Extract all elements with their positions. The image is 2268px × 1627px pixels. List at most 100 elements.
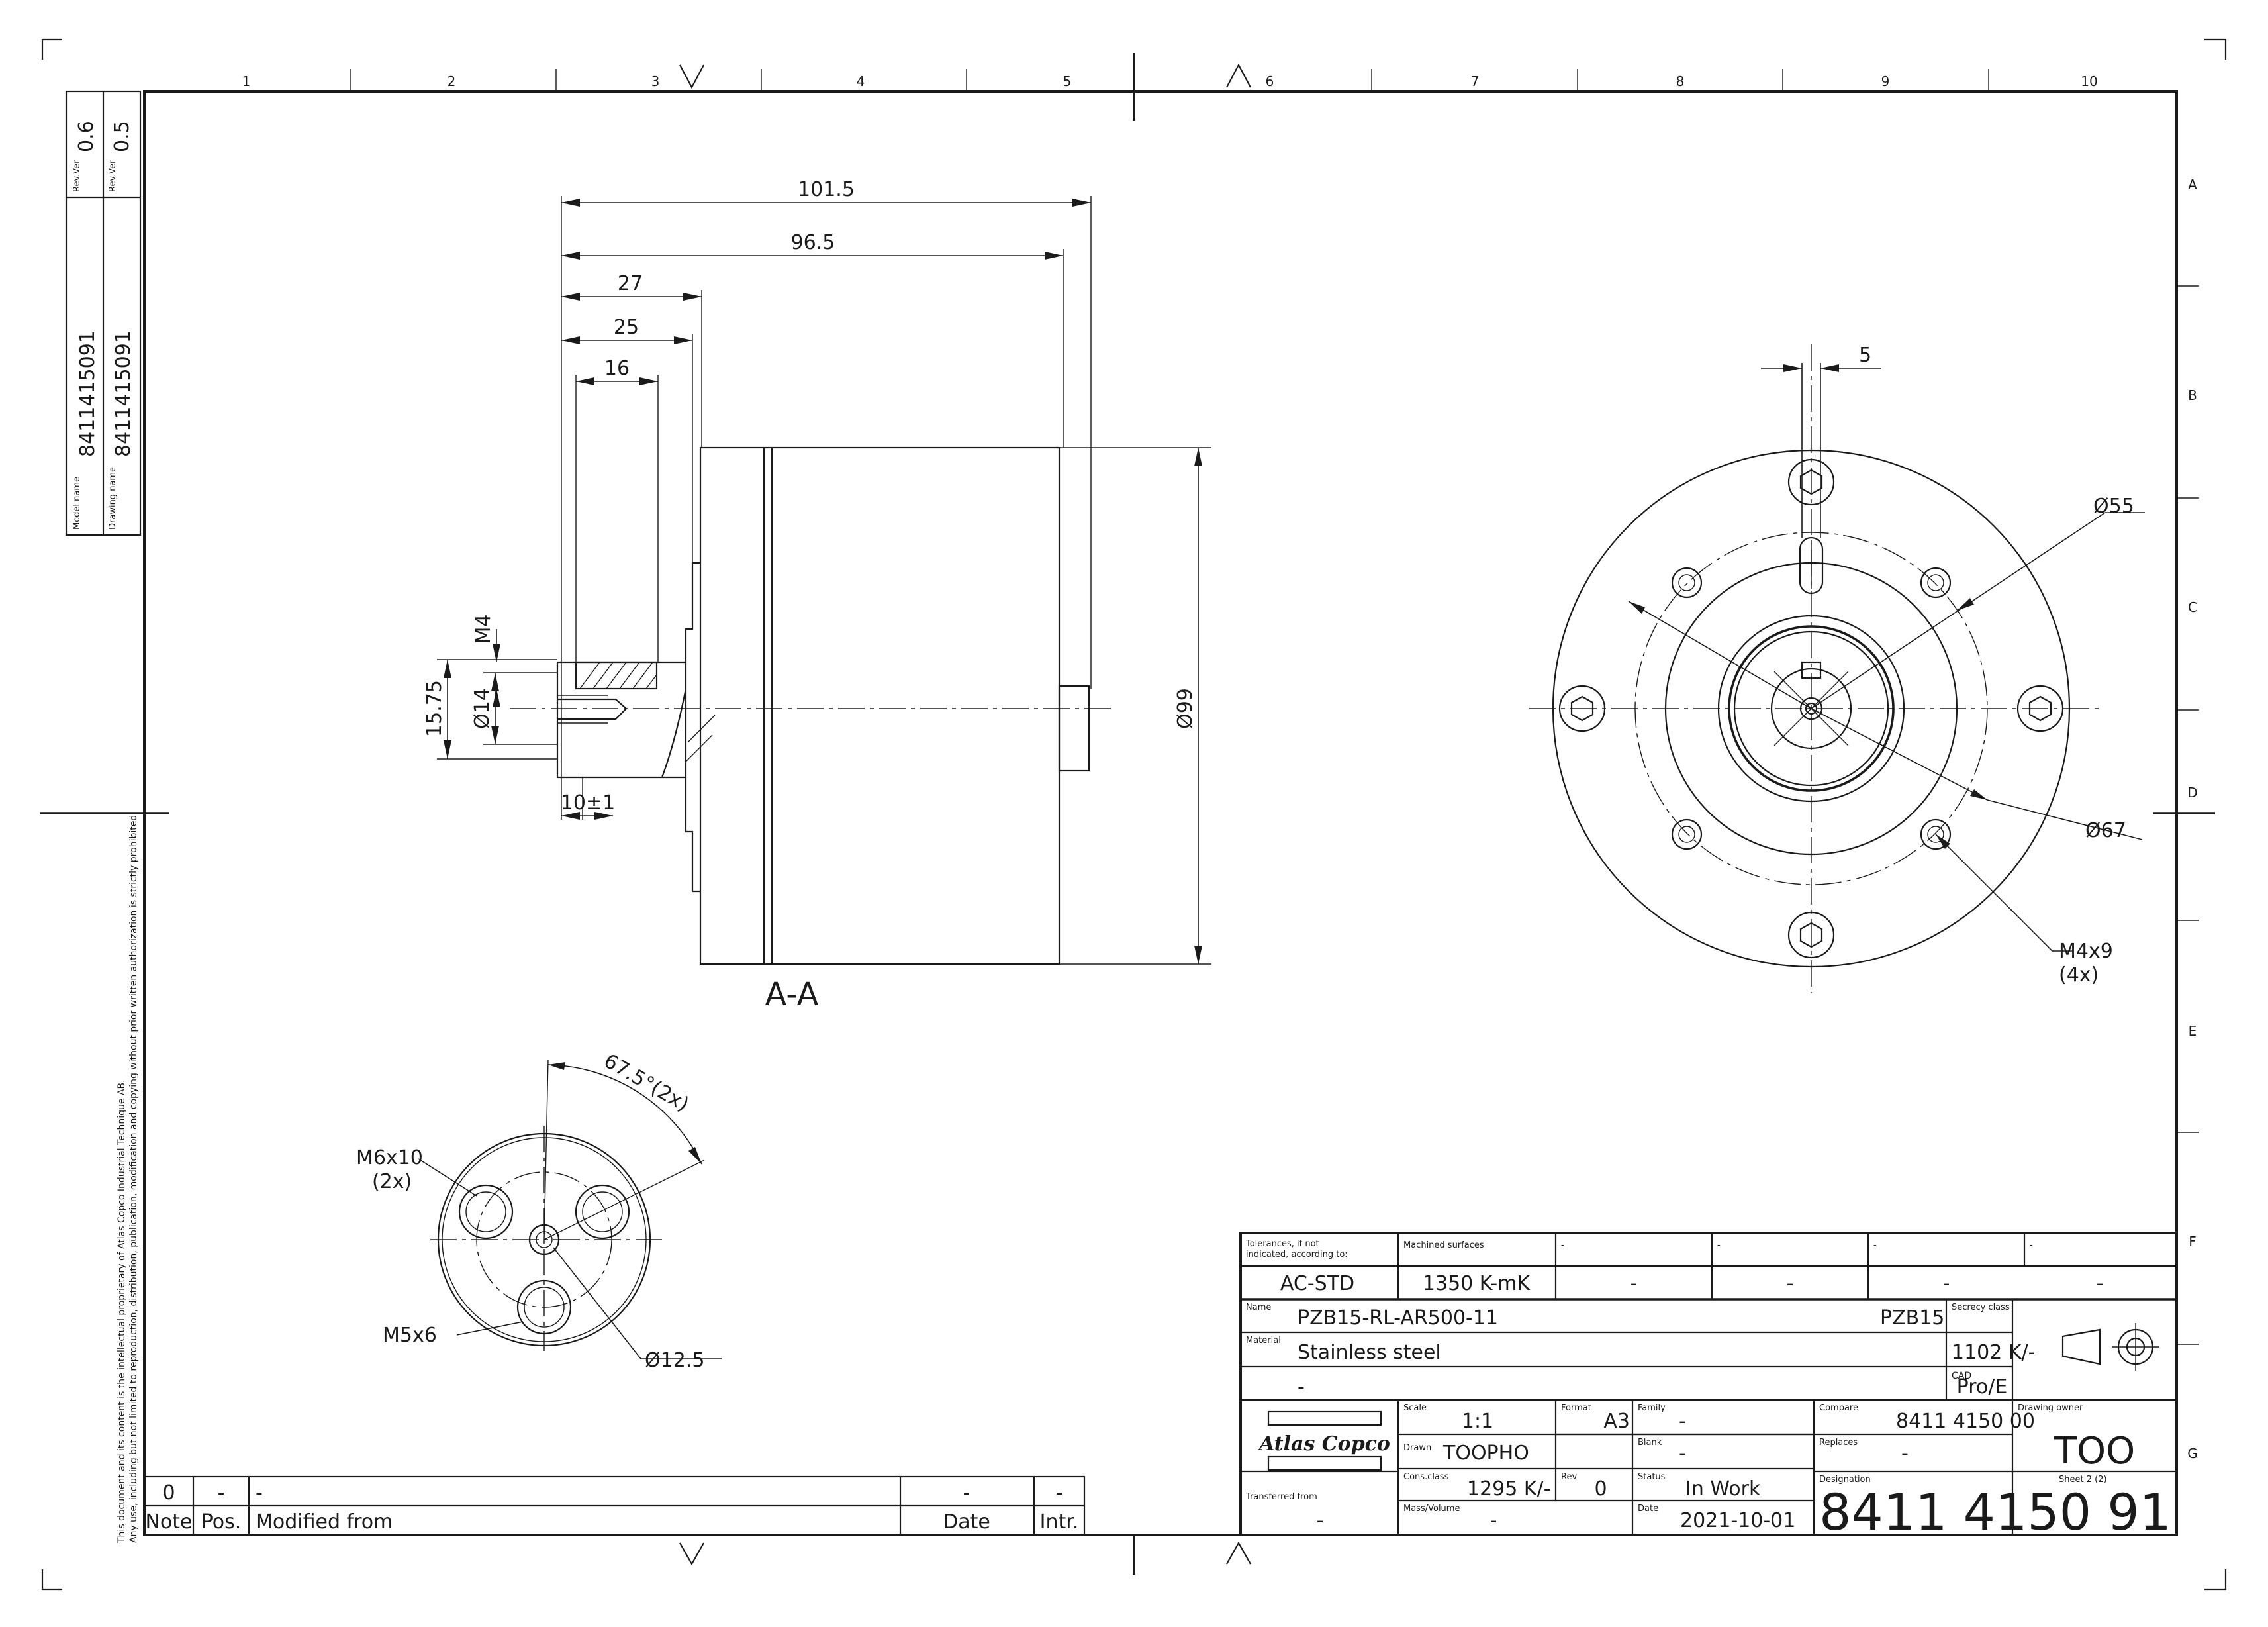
m4-holes-label: M4x9 [2059,940,2113,963]
grid-row-label: E [2189,1023,2197,1039]
transferred-label: Transferred from [1245,1492,1317,1502]
model-name: 8411415091 [76,330,99,457]
revision-cell: - [1056,1481,1063,1504]
grid-row-label: G [2187,1446,2198,1461]
side-info-strip: Rev.Ver 0.6 Rev.Ver 0.5 Model name 84114… [65,90,142,536]
m6-hole [575,1184,630,1240]
brand-name: Atlas Copco [1257,1432,1390,1455]
dim-dia-12-5: Ø12.5 [645,1349,704,1372]
replaces-label: Replaces [1819,1438,1858,1448]
dash-value: - [1943,1272,1950,1295]
rev-label: Rev [1561,1472,1577,1482]
cons-value: 1295 K/- [1467,1477,1551,1501]
compare-label: Compare [1819,1403,1858,1413]
grid-row-label: A [2188,177,2197,193]
dash-label: - [1717,1240,1721,1250]
material-label: Material [1246,1336,1281,1346]
front-view: 5 Ø55 Ø67 M4x9 (4x) [1529,344,2145,993]
part-name: PZB15-RL-AR500-11 [1298,1307,1498,1330]
grid-col-label: 3 [651,74,660,89]
revision-cell: - [218,1481,225,1504]
dash-value: - [2097,1272,2104,1295]
revision-header: Date [943,1510,990,1534]
material-value-2: - [1298,1375,1305,1399]
cad-label: CAD [1952,1371,1971,1381]
family-value: - [1679,1410,1686,1433]
scale-value: 1:1 [1462,1410,1493,1433]
flange-bolt [1558,685,1606,732]
disclaimer-line: This document and its content is the int… [117,1079,127,1544]
grid-col-label: 7 [1471,74,1480,89]
material-value: Stainless steel [1298,1341,1441,1364]
cad-value: Pro/E [1957,1375,2008,1399]
revision-cell: - [256,1481,263,1504]
revision-header: Intr. [1040,1510,1079,1534]
grid-row-label: D [2187,785,2197,801]
owner-value: TOO [2054,1430,2135,1473]
grid-col-label: 2 [448,74,456,89]
m4-hole [1920,567,1952,599]
date-label: Date [1638,1504,1658,1514]
dash-label: - [1561,1240,1564,1250]
disclaimer-line: Any use, including but not limited to re… [128,812,139,1543]
model-name-label: Model name [72,477,82,530]
dim-length-101-5: 101.5 [798,178,855,201]
grid-col-label: 9 [1881,74,1890,89]
machined-value: 1350 K-mK [1423,1272,1531,1295]
blank-label: Blank [1638,1438,1662,1448]
projection-symbol-icon [2061,1323,2159,1371]
grid-col-label: 6 [1266,74,1274,89]
dim-offset-5: 5 [1859,344,1871,367]
status-label: Status [1638,1472,1666,1482]
transferred-value: - [1317,1509,1324,1532]
rev-ver-value: 0.6 [75,121,98,152]
dim-thread-m4: M4 [472,615,495,644]
tolerances-label: Tolerances, if not [1245,1239,1319,1249]
drawn-value: TOOPHO [1442,1442,1529,1465]
tolerances-value: AC-STD [1280,1272,1354,1295]
m5-hole-label: M5x6 [383,1324,437,1347]
grid-col-label: 4 [857,74,865,89]
cons-label: Cons.class [1403,1472,1449,1482]
rev-ver-value: 0.5 [111,121,134,152]
m6-hole [458,1184,514,1240]
status-value: In Work [1685,1477,1761,1501]
flange-bolt [1787,458,1835,506]
m6-holes-count: (2x) [372,1170,412,1193]
revision-header: Note [145,1510,192,1534]
revision-table: 0 - - - Note Pos. Date Intr. - Modified … [143,1475,1086,1536]
dash-value: - [1787,1272,1794,1295]
section-label: A-A [765,976,819,1013]
flange-bolt [2016,685,2064,732]
rev-ver-label: Rev.Ver [108,160,118,192]
format-value: A3 [1603,1410,1630,1433]
sheet-label: Sheet 2 (2) [2059,1475,2107,1485]
replaces-value: - [1901,1442,1909,1465]
drawing-name: 8411415091 [112,330,135,457]
secrecy-value: 1102 K/- [1952,1341,2036,1364]
grid-col-label: 10 [2081,74,2097,89]
m4-hole [1671,818,1703,850]
drawn-label: Drawn [1403,1443,1431,1453]
format-label: Format [1561,1403,1591,1413]
rev-value: 0 [1594,1477,1607,1501]
dim-length-96-5: 96.5 [791,231,835,254]
m4-hole [1920,818,1952,850]
dim-length-16: 16 [604,357,630,380]
m4-holes-count: (4x) [2059,963,2099,987]
corner-marks [41,38,2227,1591]
designation-value: 8411 4150 91 [1819,1483,2171,1542]
section-view: 101.5 96.5 27 25 16 10±1 Ø99 15.75 Ø14 M… [423,178,1211,1013]
dash-label: - [2030,1240,2033,1250]
rev-ver-label: Rev.Ver [72,160,82,192]
date-value: 2021-10-01 [1680,1509,1795,1532]
designation-label: Designation [1819,1475,1871,1485]
revision-header: Pos. [201,1510,242,1534]
mass-label: Mass/Volume [1403,1504,1460,1514]
compare-value: 8411 4150 00 [1896,1410,2035,1433]
family-code: PZB15 [1880,1307,1944,1330]
secrecy-label: Secrecy class [1952,1303,2010,1312]
owner-label: Drawing owner [2018,1403,2083,1413]
grid-row-label: B [2188,387,2197,403]
